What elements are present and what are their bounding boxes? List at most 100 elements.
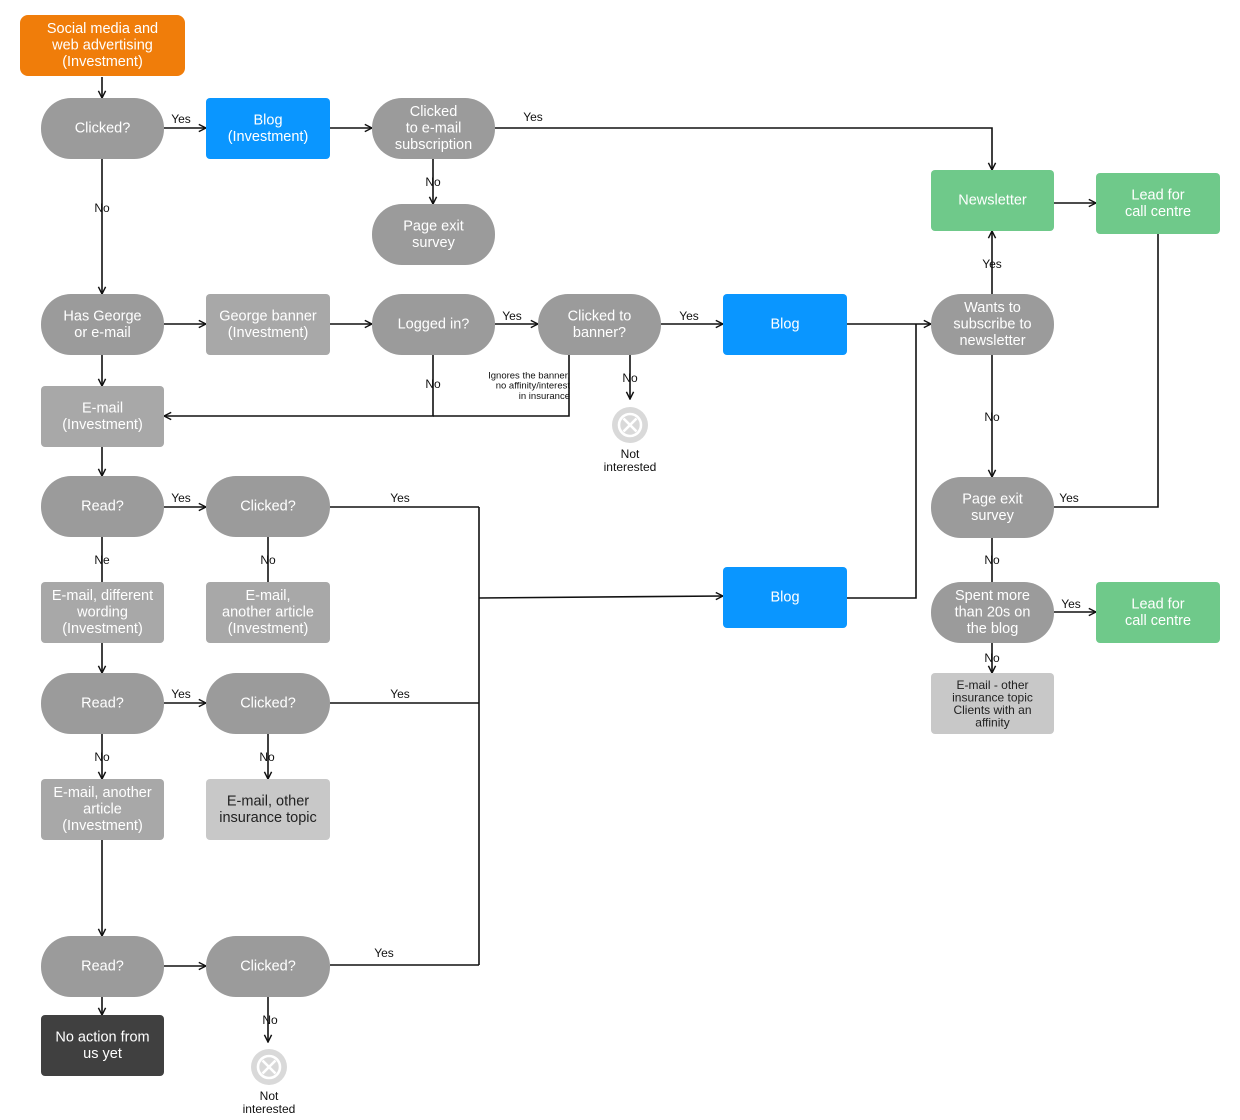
node-label: wording xyxy=(76,605,128,621)
node-shape xyxy=(41,673,164,734)
node-shape xyxy=(206,476,330,537)
node-label: call centre xyxy=(1125,204,1191,220)
node-label: Blog xyxy=(770,590,799,606)
node-label: insurance topic xyxy=(952,690,1033,704)
node-shape xyxy=(206,673,330,734)
node-label: affinity xyxy=(975,715,1009,729)
node-shape xyxy=(41,936,164,997)
node-blog-2: Blog xyxy=(723,567,847,628)
node-label: newsletter xyxy=(959,333,1025,349)
ignores-banner-note: in insurance xyxy=(519,391,570,402)
not-interested-label: interested xyxy=(604,460,657,474)
node-blog-inv: Blog(Investment) xyxy=(206,98,330,159)
node-clicked-4: Clicked? xyxy=(206,936,330,997)
node-label: E-mail, different xyxy=(52,588,153,604)
node-label: E-mail, xyxy=(245,588,290,604)
label-yes-read2: Yes xyxy=(171,687,191,701)
node-label: (Investment) xyxy=(62,417,143,433)
node-label: E-mail, another xyxy=(53,785,151,801)
node-shape xyxy=(723,294,847,355)
node-label: another article xyxy=(222,605,314,621)
node-label: (Investment) xyxy=(228,325,309,341)
label-ne-read1: Ne xyxy=(94,553,110,567)
node-read-3: Read? xyxy=(41,936,164,997)
node-label: Wants to xyxy=(964,300,1021,316)
node-shape xyxy=(372,294,495,355)
node-shape xyxy=(931,294,1054,355)
label-yes-clicked2: Yes xyxy=(390,491,410,505)
node-clicked-3: Clicked? xyxy=(206,673,330,734)
label-yes-logged-in: Yes xyxy=(502,309,522,323)
node-label: Page exit xyxy=(403,218,463,234)
node-shape xyxy=(538,294,661,355)
node-label: (Investment) xyxy=(62,621,143,637)
node-shape xyxy=(20,15,185,76)
label-yes-read1: Yes xyxy=(171,491,191,505)
node-shape xyxy=(41,98,164,159)
node-blog-1: Blog xyxy=(723,294,847,355)
node-label: Clicked? xyxy=(240,959,296,975)
edge-logged-in-no-email xyxy=(164,355,434,416)
not-interested-x-icon xyxy=(612,407,648,443)
label-no-wants: No xyxy=(984,410,1000,424)
node-shape xyxy=(41,582,164,643)
node-label: (Investment) xyxy=(62,54,143,70)
node-label: to e-mail xyxy=(406,121,462,137)
label-yes-spent: Yes xyxy=(1061,597,1081,611)
edge-bus-to-blog2 xyxy=(478,596,723,598)
label-yes-email-sub: Yes xyxy=(523,110,543,124)
node-shape xyxy=(206,98,330,159)
node-label: Clicked? xyxy=(75,121,131,137)
node-label: or e-mail xyxy=(74,325,130,341)
not-interested-x-icon xyxy=(251,1049,287,1085)
node-shape xyxy=(723,567,847,628)
node-label: subscribe to xyxy=(953,317,1031,333)
node-label: Spent more xyxy=(955,588,1030,604)
edge-blog2-to-wants xyxy=(847,324,917,599)
label-no-clicked4: No xyxy=(262,1013,278,1027)
node-label: article xyxy=(83,802,122,818)
label-no-clicked-banner: No xyxy=(622,371,638,385)
node-clicked-2: Clicked? xyxy=(206,476,330,537)
node-label: (Investment) xyxy=(228,621,309,637)
node-label: Newsletter xyxy=(958,193,1027,209)
not-interested-label: Not xyxy=(621,447,640,461)
label-yes-clicked4: Yes xyxy=(374,946,394,960)
node-label: us yet xyxy=(83,1046,122,1062)
not-interested-label: interested xyxy=(243,1102,296,1116)
node-shape xyxy=(931,170,1054,231)
label-no-page-exit2: No xyxy=(984,553,1000,567)
node-shape xyxy=(41,1015,164,1076)
node-shape xyxy=(206,294,330,355)
node-label: Lead for xyxy=(1131,187,1184,203)
label-yes-wants: Yes xyxy=(982,257,1002,271)
node-shape xyxy=(931,582,1054,643)
node-clicked1: Clicked? xyxy=(41,98,164,159)
node-label: Clicked? xyxy=(240,499,296,515)
node-shape xyxy=(206,582,330,643)
node-label: insurance topic xyxy=(219,810,317,826)
label-no-clicked1: No xyxy=(94,201,110,215)
label-no-logged-in: No xyxy=(425,377,441,391)
node-label: Read? xyxy=(81,959,124,975)
label-no-email-sub: No xyxy=(425,175,441,189)
node-label: than 20s on xyxy=(955,605,1031,621)
node-label: Blog xyxy=(770,317,799,333)
ignores-banner-note: no affinity/interest xyxy=(496,381,571,392)
edges-layer xyxy=(102,77,1159,1042)
